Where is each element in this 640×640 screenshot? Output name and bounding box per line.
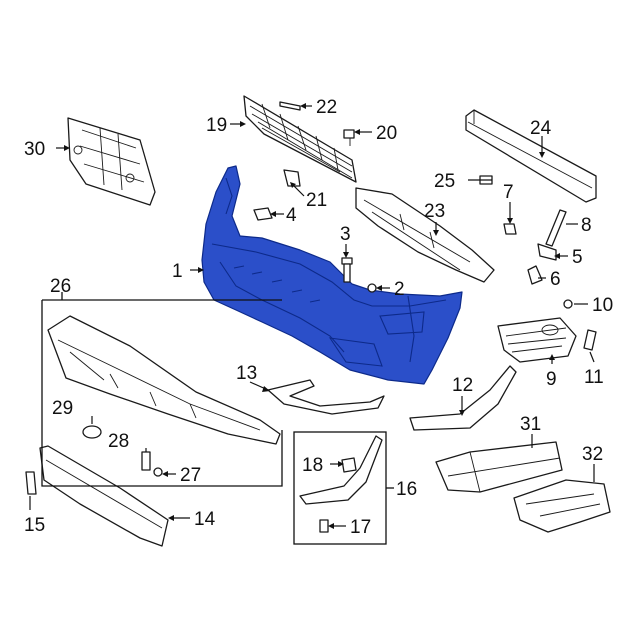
callout-24: 24 xyxy=(530,118,552,139)
callout-13: 13 xyxy=(236,363,257,384)
callout-21: 21 xyxy=(306,190,327,211)
callout-18: 18 xyxy=(302,455,323,476)
clip-part-7[interactable] xyxy=(503,223,517,235)
lower-valance-part-26[interactable] xyxy=(47,315,281,445)
reinforcement-beam-part-24[interactable] xyxy=(465,109,597,203)
callout-25: 25 xyxy=(434,171,455,192)
clip-part-6[interactable] xyxy=(527,265,543,285)
callout-12: 12 xyxy=(452,375,473,396)
deflector-part-32[interactable] xyxy=(513,479,611,533)
callout-16: 16 xyxy=(396,479,417,500)
callout-28: 28 xyxy=(108,431,129,452)
fog-grille-part-9[interactable] xyxy=(497,317,577,363)
leader-lines xyxy=(29,103,595,529)
callout-14: 14 xyxy=(194,509,216,530)
side-trim-part-12[interactable] xyxy=(409,365,517,431)
group-box-26 xyxy=(41,299,283,487)
air-duct-part-31[interactable] xyxy=(435,441,563,493)
clip-part-27[interactable] xyxy=(153,467,163,477)
callout-30: 30 xyxy=(24,139,45,160)
callout-9: 9 xyxy=(546,369,557,390)
callout-8: 8 xyxy=(581,215,592,236)
license-bracket-part-30[interactable] xyxy=(67,117,156,206)
callout-5: 5 xyxy=(572,247,583,268)
callout-11: 11 xyxy=(584,367,604,388)
screw-part-20[interactable] xyxy=(343,129,355,146)
screw-part-17[interactable] xyxy=(319,519,329,533)
clip-part-4[interactable] xyxy=(253,207,273,221)
clip-part-21[interactable] xyxy=(283,169,301,187)
screw-part-10[interactable] xyxy=(563,299,573,309)
callout-23: 23 xyxy=(424,201,445,222)
callout-32: 32 xyxy=(582,444,603,465)
callout-1: 1 xyxy=(172,261,183,282)
callout-15: 15 xyxy=(24,515,45,536)
callout-3: 3 xyxy=(340,224,351,245)
callout-10: 10 xyxy=(592,295,613,316)
bumper-cover-part-1[interactable] xyxy=(201,165,463,385)
callout-27: 27 xyxy=(180,465,201,486)
callout-labels: 30 19 22 20 21 4 1 3 2 24 25 23 7 8 5 6 … xyxy=(24,97,613,538)
trim-strip-part-13[interactable] xyxy=(267,379,385,415)
bolt-part-28[interactable] xyxy=(141,451,151,471)
callout-26: 26 xyxy=(50,276,71,297)
callout-29: 29 xyxy=(52,398,73,419)
callout-31: 31 xyxy=(520,414,541,435)
callout-22: 22 xyxy=(316,97,337,118)
callout-20: 20 xyxy=(376,123,397,144)
emblem-part-29[interactable] xyxy=(82,425,102,439)
upper-grille-part-19[interactable] xyxy=(243,95,357,183)
air-deflector-part-16[interactable] xyxy=(299,435,383,505)
callout-17: 17 xyxy=(350,517,371,538)
callout-4: 4 xyxy=(286,205,297,226)
callout-2: 2 xyxy=(394,279,405,300)
clip-part-15[interactable] xyxy=(25,471,37,495)
trim-part-11[interactable] xyxy=(583,329,597,351)
bolt-part-3[interactable] xyxy=(341,257,353,283)
screw-part-2[interactable] xyxy=(367,283,377,293)
callout-7: 7 xyxy=(503,182,514,203)
callout-19: 19 xyxy=(206,115,227,136)
bracket-part-8[interactable] xyxy=(545,209,567,247)
strip-part-22[interactable] xyxy=(279,101,301,111)
clip-part-18[interactable] xyxy=(341,457,357,473)
absorber-part-23[interactable] xyxy=(355,187,495,283)
bracket-part-5[interactable] xyxy=(537,243,557,261)
callout-6: 6 xyxy=(550,269,561,290)
lower-lip-part-14[interactable] xyxy=(39,445,169,547)
